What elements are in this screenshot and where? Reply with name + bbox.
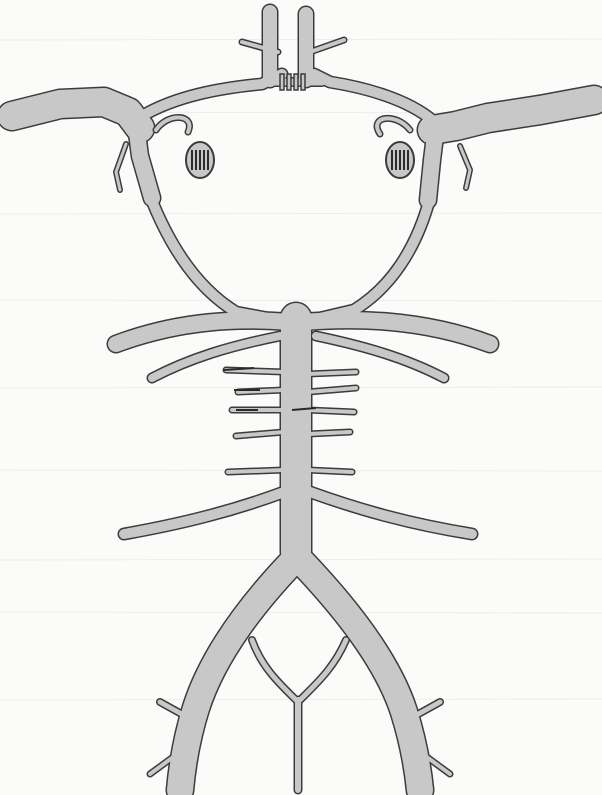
left-pontine-5 (228, 470, 284, 472)
apex-comb-tooth (301, 74, 305, 90)
right-pontine-4 (308, 432, 350, 434)
right-pontine-1 (308, 372, 356, 374)
right-pontine-3 (308, 410, 354, 412)
apex-comb-tooth (287, 74, 291, 90)
left-pontine-1 (226, 370, 284, 372)
right-pontine-5 (308, 470, 352, 472)
apex-comb-tooth (294, 74, 298, 90)
right-carotid-siphon (428, 128, 436, 200)
apex-comb-tooth (280, 74, 284, 90)
